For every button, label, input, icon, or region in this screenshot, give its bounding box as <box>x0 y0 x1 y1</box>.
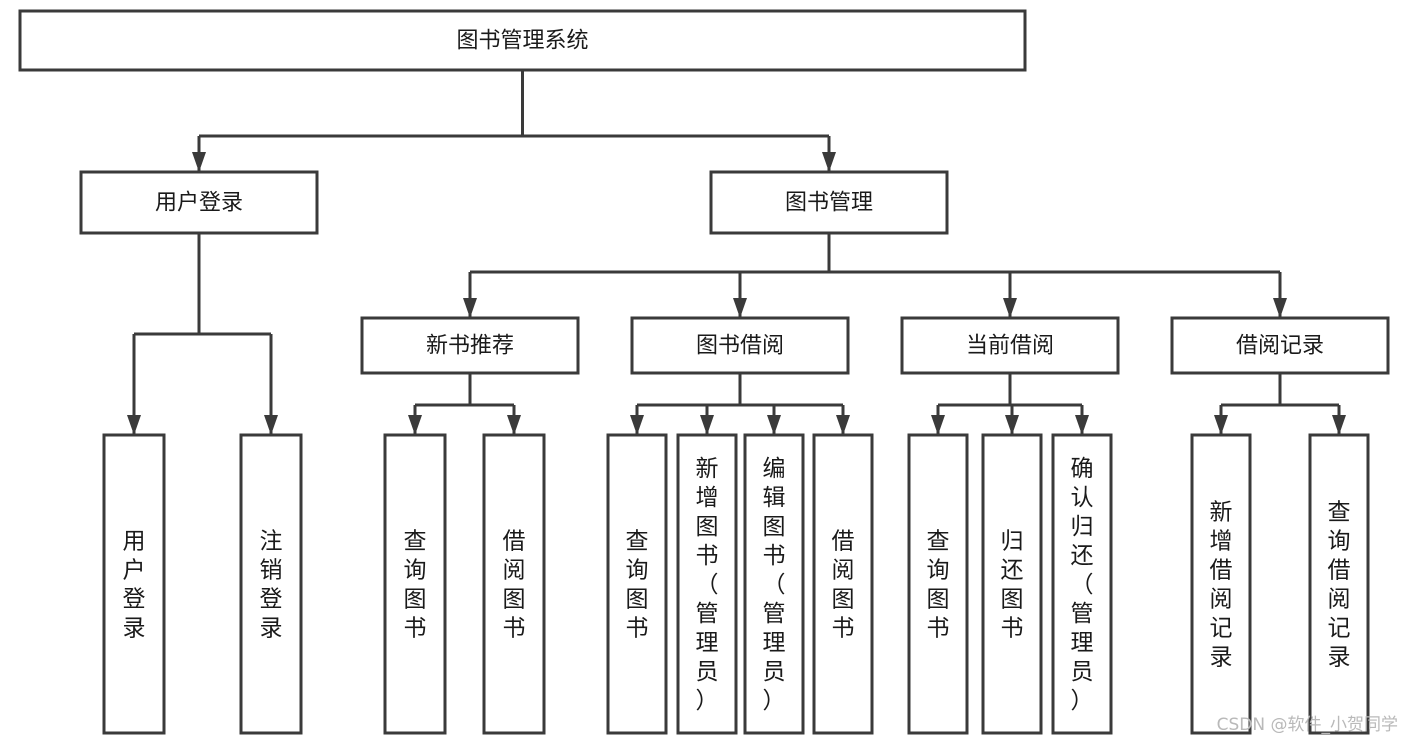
node-label-leaf-query-book-cur: 查询图书 <box>927 529 950 642</box>
edge-book-borrow-arrow-3 <box>836 415 850 435</box>
node-label-leaf-add-record: 新增借阅记录 <box>1210 500 1233 671</box>
node-box-book-manage[interactable] <box>709 170 949 235</box>
edge-new-book-rec-arrow-1 <box>507 415 521 435</box>
node-leaf-borrow-book[interactable]: 借阅图书 <box>812 433 874 735</box>
edge-current-borrow-arrow-1 <box>1005 415 1019 435</box>
node-root[interactable]: 图书管理系统 <box>18 9 1027 72</box>
node-label-new-book-rec: 新书推荐 <box>426 334 514 359</box>
edge-user-login-arrow-0 <box>127 415 141 435</box>
node-leaf-query-book-cur[interactable]: 查询图书 <box>907 433 969 735</box>
edge-book-manage-arrow-3 <box>1273 298 1287 318</box>
edge-book-manage-arrow-2 <box>1003 298 1017 318</box>
edge-book-borrow-arrow-0 <box>630 415 644 435</box>
edge-new-book-rec-arrow-0 <box>408 415 422 435</box>
edge-borrow-record-arrow-1 <box>1332 415 1346 435</box>
node-label-leaf-edit-book: 编辑图书（管理员） <box>763 456 786 714</box>
edge-root-arrow-1 <box>822 152 836 172</box>
node-user-login[interactable]: 用户登录 <box>79 170 319 235</box>
node-box-leaf-add-record[interactable] <box>1190 433 1252 735</box>
node-box-leaf-query-record[interactable] <box>1308 433 1370 735</box>
csdn-watermark: CSDN @软件_小贺同学 <box>1217 715 1398 735</box>
node-box-leaf-confirm-return[interactable] <box>1051 433 1113 735</box>
node-box-leaf-edit-book[interactable] <box>743 433 805 735</box>
node-label-leaf-confirm-return: 确认归还（管理员） <box>1071 456 1094 714</box>
edge-book-borrow-arrow-2 <box>767 415 781 435</box>
node-label-leaf-borrow-book-rec: 借阅图书 <box>503 529 526 642</box>
edge-root-arrow-0 <box>192 152 206 172</box>
node-label-borrow-record: 借阅记录 <box>1236 334 1324 359</box>
edge-book-manage-arrow-0 <box>463 298 477 318</box>
node-book-manage[interactable]: 图书管理 <box>709 170 949 235</box>
node-box-borrow-record[interactable] <box>1170 316 1390 375</box>
edge-borrow-record-arrow-0 <box>1214 415 1228 435</box>
node-current-borrow[interactable]: 当前借阅 <box>900 316 1120 375</box>
node-box-user-login[interactable] <box>79 170 319 235</box>
edge-book-manage-arrow-1 <box>733 298 747 318</box>
node-label-current-borrow: 当前借阅 <box>966 334 1054 359</box>
edge-book-borrow-arrow-1 <box>700 415 714 435</box>
node-label-book-borrow: 图书借阅 <box>696 334 784 359</box>
node-leaf-confirm-return[interactable]: 确认归还（管理员） <box>1051 433 1113 735</box>
node-new-book-rec[interactable]: 新书推荐 <box>360 316 580 375</box>
node-label-leaf-return-book: 归还图书 <box>1001 529 1024 642</box>
node-leaf-return-book[interactable]: 归还图书 <box>981 433 1043 735</box>
node-leaf-query-book[interactable]: 查询图书 <box>606 433 668 735</box>
node-box-current-borrow[interactable] <box>900 316 1120 375</box>
nodes-layer: 图书管理系统用户登录图书管理新书推荐图书借阅当前借阅借阅记录用户登录注销登录查询… <box>18 9 1390 735</box>
node-leaf-query-book-rec[interactable]: 查询图书 <box>383 433 447 735</box>
node-leaf-add-record[interactable]: 新增借阅记录 <box>1190 433 1252 735</box>
node-box-leaf-query-book[interactable] <box>606 433 668 735</box>
node-box-new-book-rec[interactable] <box>360 316 580 375</box>
node-label-user-login: 用户登录 <box>155 191 243 216</box>
node-label-leaf-user-logout: 注销登录 <box>260 529 283 642</box>
node-label-leaf-query-book-rec: 查询图书 <box>404 529 427 642</box>
edge-current-borrow-arrow-2 <box>1075 415 1089 435</box>
node-label-leaf-query-record: 查询借阅记录 <box>1328 500 1351 671</box>
node-label-leaf-query-book: 查询图书 <box>626 529 649 642</box>
node-leaf-add-book[interactable]: 新增图书（管理员） <box>676 433 738 735</box>
node-borrow-record[interactable]: 借阅记录 <box>1170 316 1390 375</box>
node-leaf-query-record[interactable]: 查询借阅记录 <box>1308 433 1370 735</box>
node-label-root: 图书管理系统 <box>456 29 588 54</box>
node-box-leaf-query-book-cur[interactable] <box>907 433 969 735</box>
node-leaf-borrow-book-rec[interactable]: 借阅图书 <box>482 433 546 735</box>
edge-current-borrow-arrow-0 <box>931 415 945 435</box>
node-leaf-user-login[interactable]: 用户登录 <box>102 433 166 735</box>
node-book-borrow[interactable]: 图书借阅 <box>630 316 850 375</box>
connectors-layer <box>127 70 1346 435</box>
edge-user-login-arrow-1 <box>264 415 278 435</box>
node-label-leaf-add-book: 新增图书（管理员） <box>696 456 719 714</box>
node-box-leaf-query-book-rec[interactable] <box>383 433 447 735</box>
node-box-leaf-borrow-book-rec[interactable] <box>482 433 546 735</box>
node-label-leaf-user-login: 用户登录 <box>123 529 146 642</box>
node-box-leaf-user-logout[interactable] <box>239 433 303 735</box>
node-box-leaf-return-book[interactable] <box>981 433 1043 735</box>
node-label-leaf-borrow-book: 借阅图书 <box>832 529 855 642</box>
node-box-leaf-borrow-book[interactable] <box>812 433 874 735</box>
node-box-root[interactable] <box>18 9 1027 72</box>
node-leaf-edit-book[interactable]: 编辑图书（管理员） <box>743 433 805 735</box>
node-box-book-borrow[interactable] <box>630 316 850 375</box>
node-box-leaf-user-login[interactable] <box>102 433 166 735</box>
node-label-book-manage: 图书管理 <box>785 191 873 216</box>
node-leaf-user-logout[interactable]: 注销登录 <box>239 433 303 735</box>
node-box-leaf-add-book[interactable] <box>676 433 738 735</box>
